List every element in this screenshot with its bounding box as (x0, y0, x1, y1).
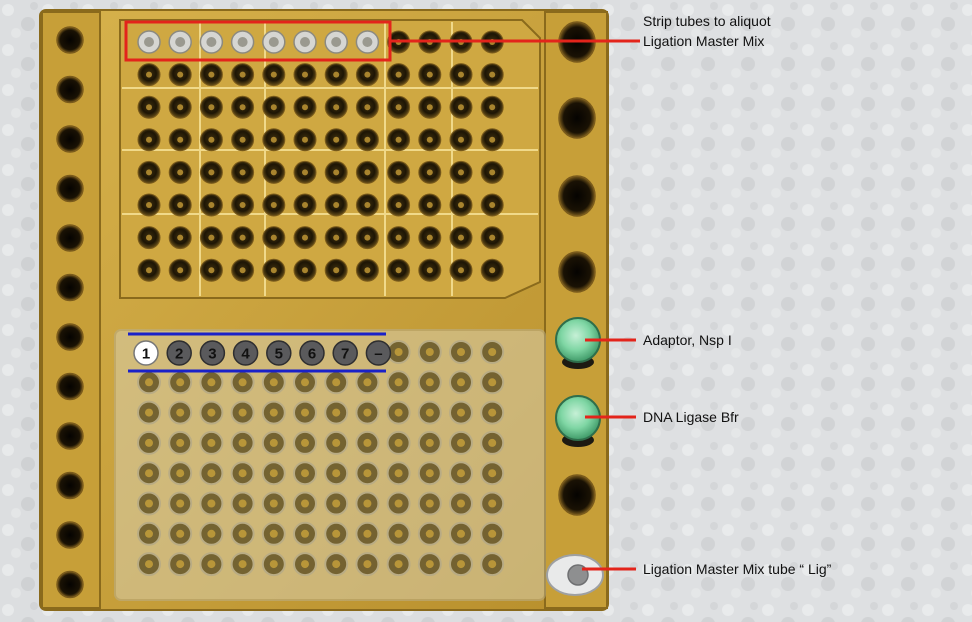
right-rail-holes (558, 21, 596, 516)
rail-hole (56, 224, 84, 252)
strip-tube-number: 1 (142, 346, 150, 363)
rail-hole (56, 372, 84, 401)
rail-hole (558, 175, 596, 217)
strip-tube-numbers: 1 2 3 4 5 6 7 – (133, 340, 392, 366)
left-rail-holes (56, 26, 84, 599)
numbered-strip-tube: 7 (332, 340, 358, 366)
strip-tube-number: 5 (275, 346, 283, 363)
rail-hole (56, 75, 84, 104)
numbered-strip-tube: 3 (199, 340, 226, 366)
rail-hole (558, 97, 596, 139)
rail-hole (56, 323, 84, 351)
numbered-strip-tube: 2 (166, 340, 192, 366)
strip-tube-number: 6 (308, 346, 316, 363)
strip-tube-number: 7 (341, 346, 349, 363)
rail-hole (558, 474, 596, 516)
lower-wells (137, 340, 505, 577)
rail-hole (56, 570, 84, 599)
label-panel (638, 0, 972, 622)
callout-strip-line-1: Strip tubes to aliquot (643, 13, 771, 29)
strip-tube-number: 2 (175, 346, 183, 363)
strip-tube-number: – (374, 346, 382, 363)
strip-tube-number: 3 (208, 346, 216, 363)
callout-adaptor: Adaptor, Nsp I (643, 332, 732, 348)
rail-hole (56, 174, 84, 203)
numbered-strip-tube: 4 (232, 340, 259, 366)
numbered-strip-tube: 6 (299, 340, 325, 366)
callout-ligase: DNA Ligase Bfr (643, 409, 739, 425)
numbered-strip-tube: – (365, 340, 392, 366)
strip-tube-number: 4 (241, 346, 250, 363)
rail-hole (56, 422, 84, 450)
rail-hole (56, 26, 84, 54)
rail-hole (56, 273, 84, 302)
callout-lig-tube: Ligation Master Mix tube “ Lig” (643, 561, 832, 577)
rail-hole (56, 471, 84, 500)
left-rail (41, 11, 101, 609)
upper-well-block (119, 19, 541, 299)
numbered-strip-tube: 5 (266, 340, 292, 366)
callout-strip-line-2: Ligation Master Mix (643, 33, 765, 49)
rail-hole (56, 125, 84, 153)
rail-hole (558, 251, 596, 293)
numbered-strip-tube: 1 (133, 340, 159, 366)
rail-hole (56, 521, 84, 549)
